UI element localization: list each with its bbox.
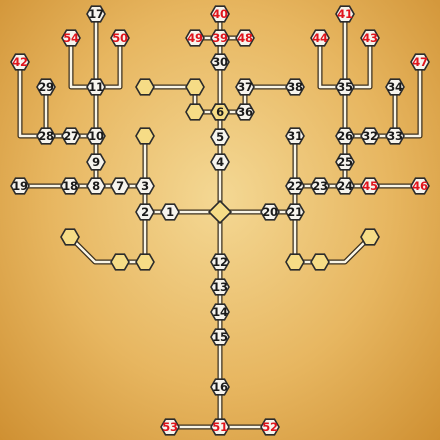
skill-node-41[interactable]: [335, 5, 355, 23]
connection-line: [395, 62, 422, 138]
skill-node-39[interactable]: [210, 29, 230, 47]
skill-node-11[interactable]: [86, 78, 106, 96]
skill-node-22[interactable]: [285, 177, 305, 195]
skill-node-54[interactable]: [61, 29, 81, 47]
skill-node-27[interactable]: [61, 127, 81, 145]
center-root-node[interactable]: [207, 199, 233, 225]
skill-node-20[interactable]: [260, 203, 280, 221]
skill-node-4[interactable]: [210, 153, 230, 171]
skill-node-43[interactable]: [360, 29, 380, 47]
skill-node-10[interactable]: [86, 127, 106, 145]
empty-skill-node[interactable]: [135, 78, 155, 96]
skill-node-50[interactable]: [110, 29, 130, 47]
skill-node-49[interactable]: [185, 29, 205, 47]
empty-skill-node[interactable]: [285, 253, 305, 271]
skill-node-35[interactable]: [335, 78, 355, 96]
empty-skill-node[interactable]: [185, 103, 205, 121]
connection-outline: [142, 136, 220, 215]
empty-skill-node[interactable]: [310, 253, 330, 271]
skill-node-29[interactable]: [36, 78, 56, 96]
skill-node-28[interactable]: [36, 127, 56, 145]
skill-node-30[interactable]: [210, 53, 230, 71]
connection-outline: [395, 62, 423, 139]
skill-node-21[interactable]: [285, 203, 305, 221]
skill-node-47[interactable]: [410, 53, 430, 71]
skill-node-46[interactable]: [410, 177, 430, 195]
empty-skill-node[interactable]: [110, 253, 130, 271]
skill-node-45[interactable]: [360, 177, 380, 195]
empty-skill-node[interactable]: [60, 228, 80, 246]
skill-node-40[interactable]: [210, 5, 230, 23]
skill-node-8[interactable]: [86, 177, 106, 195]
skill-node-38[interactable]: [285, 78, 305, 96]
connection-line: [18, 62, 96, 138]
skill-node-15[interactable]: [210, 328, 230, 346]
connection-line: [143, 136, 220, 214]
skill-node-16[interactable]: [210, 378, 230, 396]
skill-node-12[interactable]: [210, 253, 230, 271]
empty-skill-node[interactable]: [135, 127, 155, 145]
skill-node-2[interactable]: [135, 203, 155, 221]
empty-skill-node[interactable]: [210, 103, 230, 121]
skill-node-13[interactable]: [210, 278, 230, 296]
skill-node-18[interactable]: [60, 177, 80, 195]
connection-line: [69, 236, 145, 264]
skill-node-42[interactable]: [10, 53, 30, 71]
empty-skill-node[interactable]: [135, 253, 155, 271]
skill-node-7[interactable]: [110, 177, 130, 195]
skill-node-36[interactable]: [235, 103, 255, 121]
skill-node-31[interactable]: [285, 127, 305, 145]
skill-node-48[interactable]: [235, 29, 255, 47]
skill-node-51[interactable]: [210, 418, 230, 436]
skill-node-14[interactable]: [210, 303, 230, 321]
skill-node-25[interactable]: [335, 153, 355, 171]
skill-node-3[interactable]: [135, 177, 155, 195]
skill-node-1[interactable]: [160, 203, 180, 221]
skill-node-44[interactable]: [310, 29, 330, 47]
skill-node-37[interactable]: [235, 78, 255, 96]
connection-line: [295, 236, 371, 264]
connection-outline: [17, 62, 96, 139]
skill-node-24[interactable]: [335, 177, 355, 195]
empty-skill-node[interactable]: [360, 228, 380, 246]
skill-node-52[interactable]: [260, 418, 280, 436]
skill-node-53[interactable]: [160, 418, 180, 436]
skill-node-26[interactable]: [335, 127, 355, 145]
empty-skill-node[interactable]: [185, 78, 205, 96]
skill-node-34[interactable]: [385, 78, 405, 96]
skill-node-23[interactable]: [310, 177, 330, 195]
skill-node-33[interactable]: [385, 127, 405, 145]
skill-node-19[interactable]: [10, 177, 30, 195]
skill-node-9[interactable]: [86, 153, 106, 171]
skill-node-5[interactable]: [210, 128, 230, 146]
skill-node-17[interactable]: [86, 5, 106, 23]
tree-nodes: [10, 5, 430, 436]
skill-node-32[interactable]: [360, 127, 380, 145]
